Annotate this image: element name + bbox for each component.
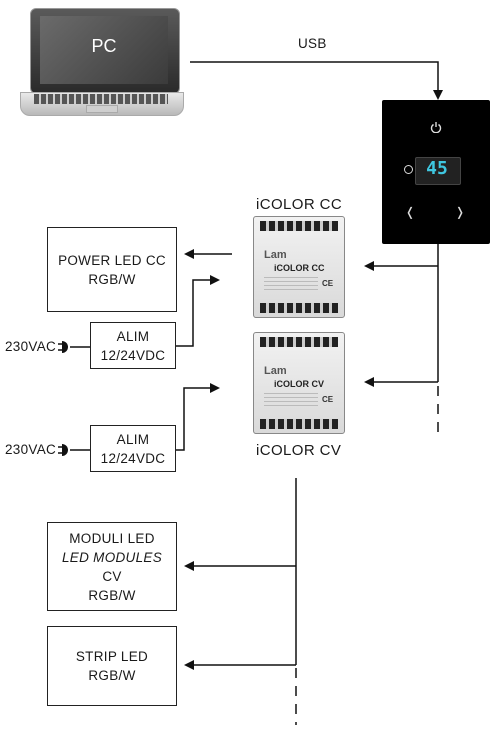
left-arrow-icon: ❬	[405, 205, 416, 219]
moduli-line1: MODULI LED	[69, 530, 155, 546]
alim-bottom-box: ALIM 12/24VDC	[90, 425, 176, 472]
plug-bottom-icon	[58, 444, 68, 456]
alim-top-line1: ALIM	[116, 328, 150, 344]
moduli-line2: LED MODULES	[61, 549, 163, 565]
power-icon	[430, 120, 442, 134]
cv-terminals-bottom	[260, 419, 338, 429]
moduli-led-box: MODULI LED LED MODULES CV RGB/W	[47, 522, 177, 611]
mode-ring-icon	[404, 165, 413, 174]
cc-terminals-bottom	[260, 303, 338, 313]
laptop-screen	[40, 16, 168, 84]
mains-top-label: 230VAC	[5, 339, 57, 354]
wall-control-panel: 45 ❬ ❭	[382, 100, 490, 244]
alim-top-line2: 12/24VDC	[100, 347, 166, 363]
icolor-cv-device: Lam iCOLOR CV CE	[253, 332, 345, 434]
mains-bottom-label: 230VAC	[5, 442, 57, 457]
moduli-line4: RGB/W	[88, 587, 136, 603]
laptop-icon: PC	[20, 6, 184, 120]
strip-led-box: STRIP LED RGB/W	[47, 626, 177, 706]
usb-label: USB	[298, 36, 327, 51]
alimtop-to-cc-wire	[176, 275, 220, 347]
cv-specs	[264, 393, 318, 409]
cc-device-label: iCOLOR CC	[274, 263, 325, 273]
plug-top-icon	[58, 341, 68, 353]
cc-ce-mark: CE	[322, 279, 334, 288]
cv-brand: Lam	[264, 365, 287, 377]
icolor-cc-caption: iCOLOR CC	[256, 196, 343, 213]
right-arrow-icon: ❭	[455, 205, 466, 219]
display-value: 45	[426, 158, 448, 179]
power-led-cc-box: POWER LED CC RGB/W	[47, 227, 177, 312]
cc-specs	[264, 277, 318, 293]
alim-bottom-line1: ALIM	[116, 431, 150, 447]
power-led-line1: POWER LED CC	[58, 252, 166, 268]
laptop-keyboard	[34, 94, 168, 104]
cv-ce-mark: CE	[322, 395, 334, 404]
moduli-line3: CV	[102, 568, 122, 584]
icolor-cv-caption: iCOLOR CV	[256, 442, 342, 459]
strip-line2: RGB/W	[88, 668, 136, 683]
led-display	[415, 157, 461, 185]
power-led-line2: RGB/W	[88, 271, 136, 287]
usb-wire	[190, 61, 443, 100]
alimbottom-to-cv-wire	[176, 383, 220, 451]
icolor-cc-device: Lam iCOLOR CC CE	[253, 216, 345, 318]
cv-terminals-top	[260, 337, 338, 347]
cv-device-label: iCOLOR CV	[274, 379, 325, 389]
alim-bottom-line2: 12/24VDC	[100, 450, 166, 466]
cc-terminals-top	[260, 221, 338, 231]
pc-label: PC	[91, 36, 117, 56]
cc-brand: Lam	[264, 249, 287, 261]
laptop-touchpad	[86, 105, 118, 113]
alim-top-box: ALIM 12/24VDC	[90, 322, 176, 369]
strip-line1: STRIP LED	[75, 649, 149, 664]
